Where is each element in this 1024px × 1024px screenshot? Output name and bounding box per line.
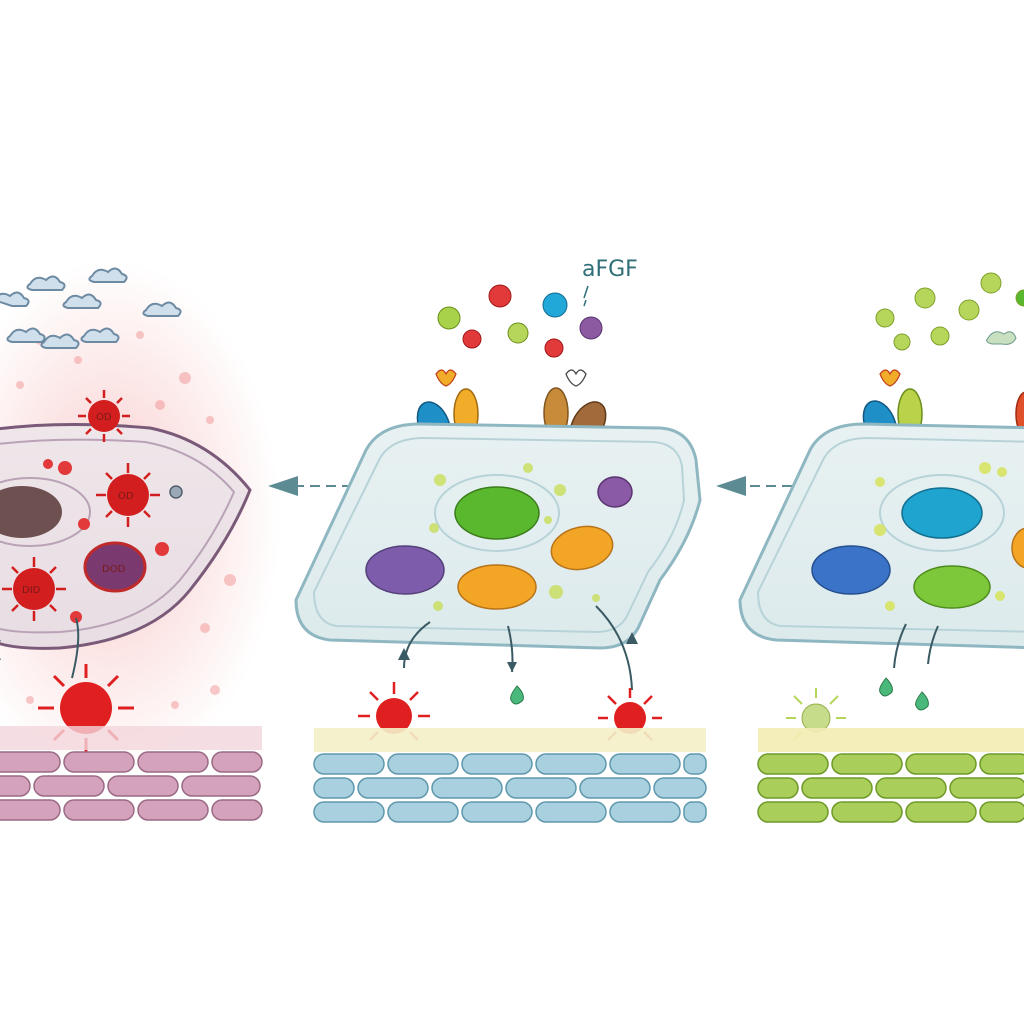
orange-organelle xyxy=(550,525,614,571)
green-organelle xyxy=(913,565,991,609)
signal-line xyxy=(71,617,80,679)
red-speckles xyxy=(16,331,236,709)
panel-afgf-cell: aFGF xyxy=(294,257,707,823)
small-vesicle xyxy=(169,485,183,499)
growth-factor-molecules xyxy=(437,284,603,358)
signal-line xyxy=(403,621,431,669)
particle-mark: DOD xyxy=(102,564,126,575)
arrowhead xyxy=(507,662,517,672)
tissue-layer-afgf xyxy=(313,728,707,823)
cytoplasm-granules xyxy=(429,463,600,611)
panel-recovered-cell xyxy=(738,272,1024,823)
cloud-icons xyxy=(0,267,182,349)
red-droplets-in-cell xyxy=(43,459,169,623)
arrowhead xyxy=(398,648,410,660)
recovered-cell-inner-membrane xyxy=(756,436,1024,633)
panel-damaged-cell: OD OD DOD DID xyxy=(0,260,280,821)
orange-organelle xyxy=(457,564,537,610)
afgf-cell-inner-membrane xyxy=(312,436,686,634)
recovered-cell-membrane xyxy=(738,422,1024,650)
afgf-label: aFGF xyxy=(582,257,638,282)
signal-line xyxy=(893,623,907,669)
particle-mark: OD xyxy=(118,491,134,502)
green-droplet xyxy=(879,677,893,697)
tissue-layer-damaged xyxy=(0,726,263,821)
nucleus-envelope xyxy=(0,477,91,547)
damaged-nucleus xyxy=(0,486,62,538)
blue-nucleus xyxy=(901,487,983,539)
pathogen-particle xyxy=(96,463,160,527)
damaged-cell-inner-membrane xyxy=(0,438,236,634)
pathogen-particle xyxy=(2,557,66,621)
green-droplet xyxy=(915,691,929,711)
tissue-layer-recovered xyxy=(757,728,1024,823)
blue-organelle xyxy=(811,545,891,595)
signal-line xyxy=(595,605,633,691)
purple-organelle xyxy=(365,545,445,595)
green-nucleus xyxy=(454,486,540,540)
nucleus-envelope xyxy=(434,474,560,552)
damaged-organelle xyxy=(83,541,147,593)
orange-organelle xyxy=(1011,527,1024,569)
nucleus-envelope xyxy=(879,474,1005,552)
pathogen-particle xyxy=(78,390,130,442)
label-pointer xyxy=(583,285,589,307)
particle-mark: OD xyxy=(96,412,112,423)
growth-factor-molecules xyxy=(875,272,1024,351)
cytoplasm-granules xyxy=(874,462,1007,611)
signal-line xyxy=(927,625,939,665)
arrowhead xyxy=(626,632,638,644)
particle-marks: OD OD DOD DID xyxy=(22,412,134,596)
purple-vesicle xyxy=(597,476,633,508)
green-droplet xyxy=(510,685,524,705)
particle-mark: DID xyxy=(22,585,41,596)
